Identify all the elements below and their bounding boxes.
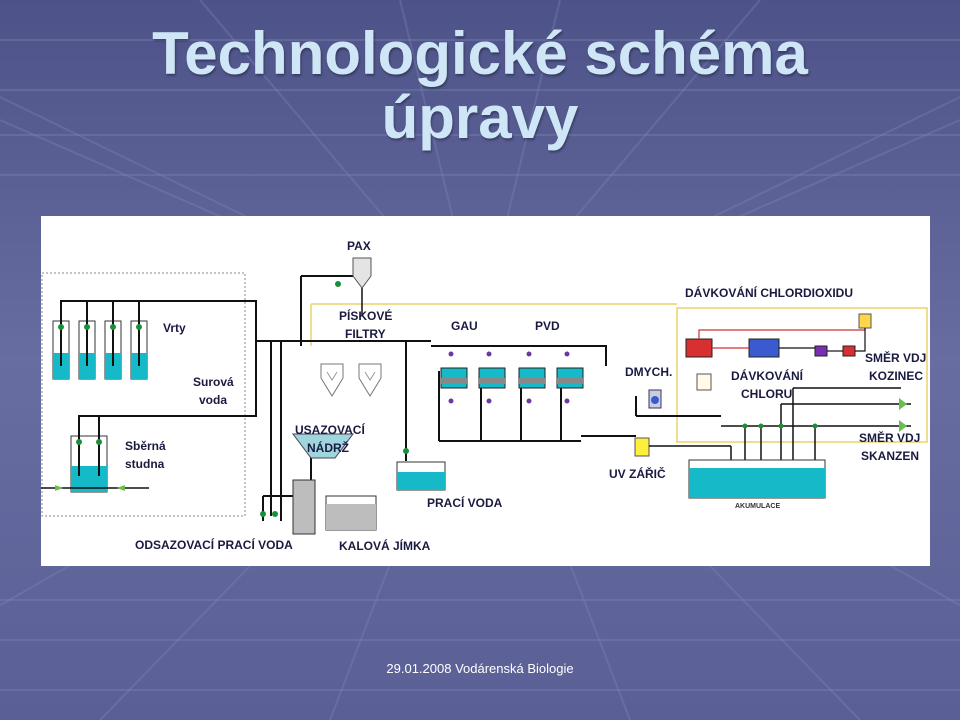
settling-tank [292, 433, 354, 459]
label-surova: Surová [193, 375, 234, 389]
label-smer-kozinec-2: KOZINEC [869, 369, 923, 383]
label-akumulace: AKUMULACE [735, 503, 780, 510]
chemical-zone [676, 307, 928, 443]
label-gau: GAU [451, 319, 478, 333]
label-studna: studna [125, 457, 165, 471]
label-smer-kozinec-1: SMĚR VDJ [865, 350, 926, 365]
sand-filters [320, 363, 382, 397]
title-line-2: úpravy [381, 84, 579, 151]
sludge-pit [292, 479, 377, 535]
label-davk-cl1: DÁVKOVÁNÍ [731, 368, 804, 383]
label-davk-clo2: DÁVKOVÁNÍ CHLORDIOXIDU [685, 285, 853, 300]
label-pax: PAX [347, 239, 371, 253]
label-usazovaci: USAZOVACÍ [295, 422, 365, 437]
gau-filters [440, 367, 506, 389]
blower [648, 373, 712, 409]
label-smer-skanzen-2: SKANZEN [861, 449, 919, 463]
pax-dosing-unit [352, 257, 372, 316]
label-nadrz: NÁDRŽ [307, 440, 349, 455]
label-filtry: FILTRY [345, 327, 386, 341]
label-vrty: Vrty [163, 321, 186, 335]
label-davk-cl2: CHLORU [741, 387, 792, 401]
label-smer-skanzen-1: SMĚR VDJ [859, 430, 920, 445]
pvd-filters [518, 367, 584, 389]
process-diagram-panel: PAX Vrty Surová voda Sběrná studna PÍSKO… [41, 216, 930, 566]
wells-zone [41, 272, 246, 517]
title-line-1: Technologické schéma [152, 20, 808, 87]
slide-title: Technologické schéma úpravy [0, 22, 960, 150]
label-dmych: DMYCH. [625, 365, 672, 379]
label-praci-voda: PRACÍ VODA [427, 495, 503, 510]
label-pvd: PVD [535, 319, 560, 333]
process-diagram: PAX Vrty Surová voda Sběrná studna PÍSKO… [41, 239, 928, 553]
label-piskove: PÍSKOVÉ [339, 308, 392, 323]
slide-footer: 29.01.2008 Vodárenská Biologie [386, 661, 574, 676]
chlorine-dioxide-dosing [685, 313, 872, 358]
label-odsazovaci: ODSAZOVACÍ PRACÍ VODA [135, 537, 293, 552]
label-sberna: Sběrná [125, 439, 166, 453]
collecting-well [41, 435, 149, 493]
uv-lamp [634, 437, 731, 457]
wells [52, 320, 148, 380]
label-kalova: KALOVÁ JÍMKA [339, 538, 431, 553]
label-uv: UV ZÁŘIČ [609, 466, 666, 481]
accumulation-tank [688, 459, 826, 499]
label-voda: voda [199, 393, 227, 407]
wash-water-tank [396, 461, 446, 491]
